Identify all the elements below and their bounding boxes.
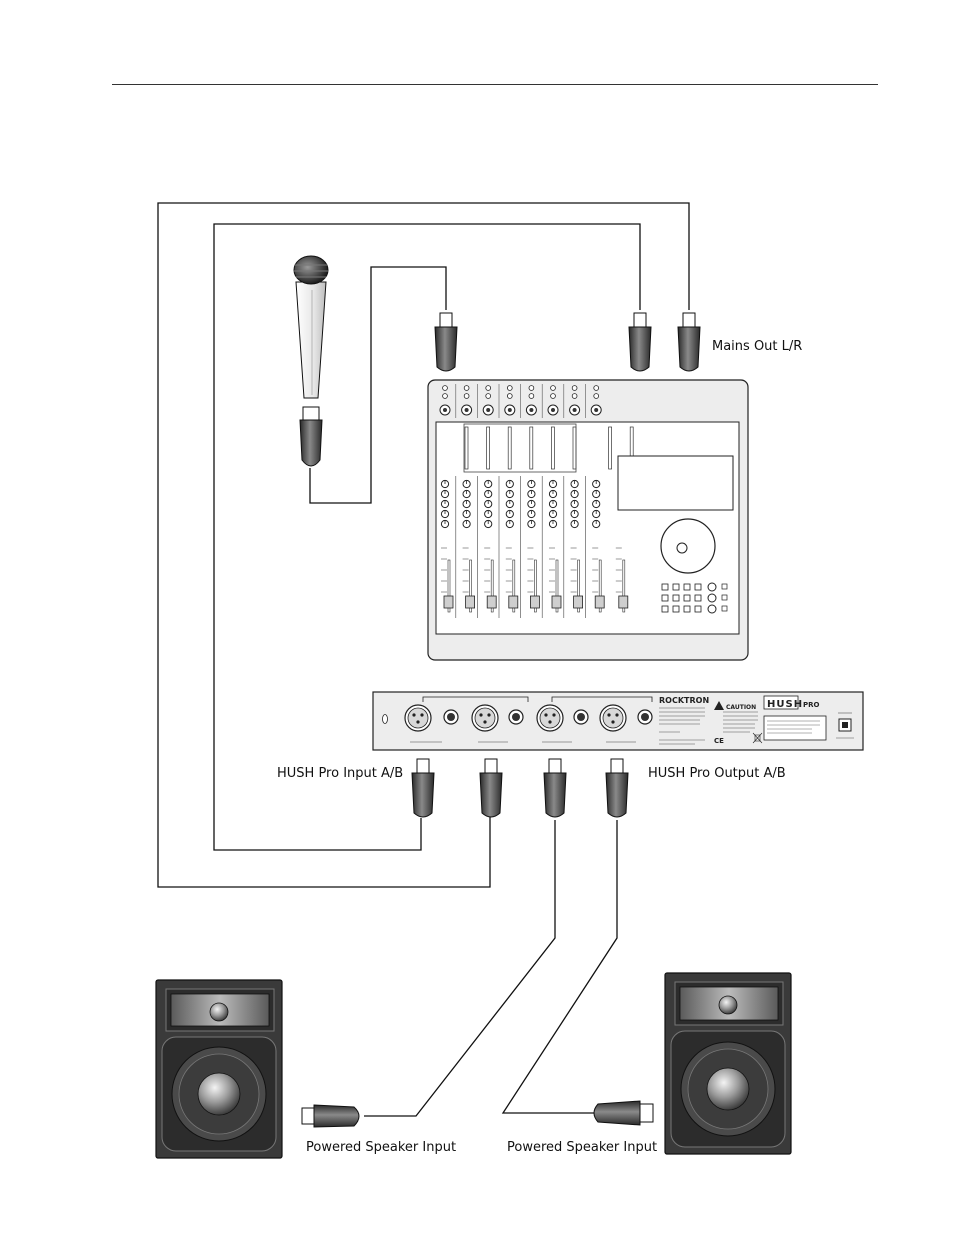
mains-out-label: Mains Out L/R	[712, 339, 802, 354]
control-knob	[708, 594, 716, 602]
cable-mic	[310, 267, 446, 503]
transport-button	[695, 606, 701, 612]
indicator-led	[722, 595, 727, 600]
input-jack-small	[529, 394, 534, 399]
hush-output-label: HUSH Pro Output A/B	[648, 766, 786, 781]
transport-button	[684, 606, 690, 612]
input-jack-small	[529, 386, 534, 391]
level-meter	[530, 427, 533, 469]
transport-button	[662, 606, 668, 612]
input-jack-small	[572, 386, 577, 391]
xlr-plug-icon	[435, 313, 457, 371]
cable-output-a	[364, 820, 555, 1116]
control-knob	[708, 605, 716, 613]
transport-button	[673, 606, 679, 612]
input-jack-small	[551, 394, 556, 399]
hush-model-suffix: PRO	[803, 701, 820, 709]
xlr-plug-icon	[544, 759, 566, 817]
input-xlr-center	[573, 408, 577, 412]
transport-button	[673, 584, 679, 590]
level-meter	[609, 427, 612, 469]
xlr-plug-icon	[412, 759, 434, 817]
transport-button	[684, 584, 690, 590]
mixer-display	[618, 456, 733, 510]
input-jack-small	[572, 394, 577, 399]
control-knob	[708, 583, 716, 591]
input-xlr-center	[443, 408, 447, 412]
xlr-plug-icon	[302, 1105, 359, 1127]
hush-model: HUSH	[767, 699, 803, 710]
hush-brand: ROCKTRON	[659, 696, 709, 705]
jog-wheel	[661, 519, 715, 573]
level-meter	[573, 427, 576, 469]
input-xlr-center	[508, 408, 512, 412]
rack-unit-icon: ROCKTRON CAUTION CE HUSH PRO	[373, 692, 863, 750]
input-jack-small	[594, 394, 599, 399]
xlr-plug-icon	[606, 759, 628, 817]
fader-cap	[487, 596, 496, 608]
xlr-plug-icon	[629, 313, 651, 371]
ce-mark: CE	[714, 737, 724, 745]
transport-button	[673, 595, 679, 601]
input-jack-small	[551, 386, 556, 391]
fader-cap	[509, 596, 518, 608]
fader-cap	[444, 596, 453, 608]
transport-button	[695, 584, 701, 590]
level-meter	[465, 427, 468, 469]
xlr-plug-icon	[678, 313, 700, 371]
input-xlr-center	[465, 408, 469, 412]
speaker-icon	[156, 980, 282, 1158]
hush-caution: CAUTION	[726, 704, 756, 711]
fader-cap	[595, 596, 604, 608]
microphone-icon	[294, 256, 328, 466]
input-jack-small	[464, 394, 469, 399]
fader-cap	[574, 596, 583, 608]
input-xlr-center	[486, 408, 490, 412]
transport-button	[684, 595, 690, 601]
fader-cap	[466, 596, 475, 608]
cable-output-b	[503, 820, 617, 1113]
level-meter	[487, 427, 490, 469]
xlr-plug-icon	[480, 759, 502, 817]
transport-button	[662, 584, 668, 590]
input-jack-small	[464, 386, 469, 391]
speaker-input-left-label: Powered Speaker Input	[306, 1140, 456, 1155]
xlr-plug-icon	[594, 1101, 653, 1125]
fader-cap	[530, 596, 539, 608]
spec-label	[764, 716, 826, 740]
input-xlr-center	[594, 408, 598, 412]
fader-cap	[552, 596, 561, 608]
level-meter	[508, 427, 511, 469]
mixer-icon	[428, 380, 748, 660]
master-fader-cap	[619, 596, 628, 608]
indicator-led	[722, 584, 727, 589]
speaker-input-right-label: Powered Speaker Input	[507, 1140, 657, 1155]
level-meter	[551, 427, 554, 469]
input-jack-small	[507, 394, 512, 399]
speaker-icon	[665, 973, 791, 1154]
input-jack-small	[486, 386, 491, 391]
input-jack-small	[594, 386, 599, 391]
input-xlr-center	[529, 408, 533, 412]
input-jack-small	[507, 386, 512, 391]
input-jack-small	[486, 394, 491, 399]
hush-input-label: HUSH Pro Input A/B	[277, 766, 403, 781]
indicator-led	[722, 606, 727, 611]
input-jack-small	[443, 394, 448, 399]
transport-button	[662, 595, 668, 601]
transport-button	[695, 595, 701, 601]
input-xlr-center	[551, 408, 555, 412]
input-jack-small	[443, 386, 448, 391]
